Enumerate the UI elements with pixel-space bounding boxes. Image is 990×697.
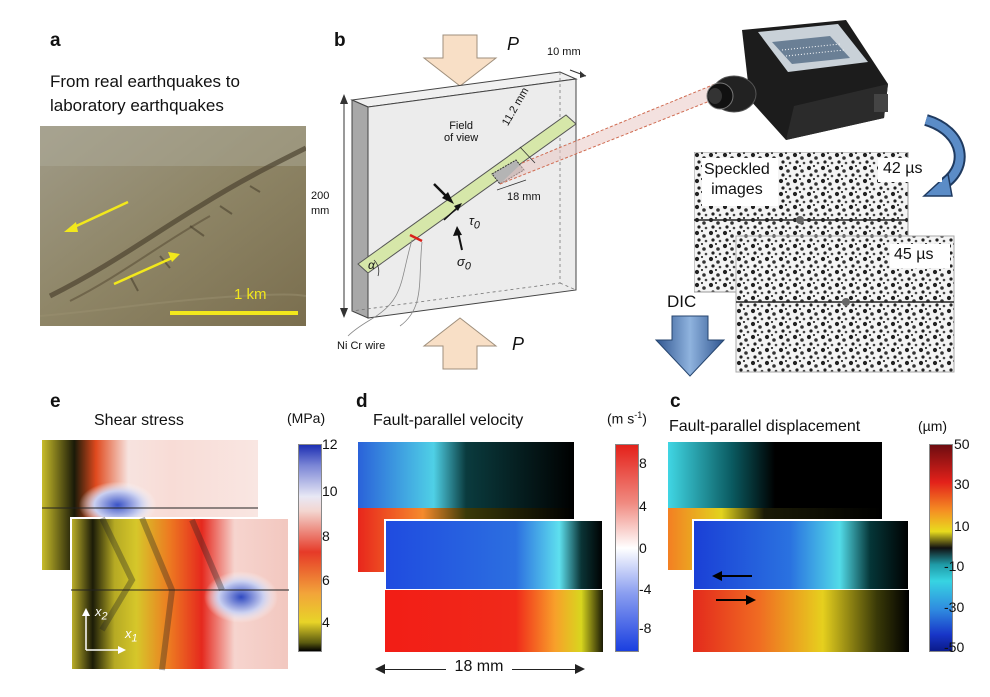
speckle-label: Speckled images	[704, 160, 770, 200]
velocity-tick: 8	[639, 455, 647, 471]
panel-c-letter: c	[670, 391, 681, 412]
alpha-label: α	[368, 258, 375, 272]
time-label-2: 45 µs	[894, 246, 934, 263]
slip-arrow-left	[71, 200, 129, 230]
panel-d-letter: d	[356, 391, 368, 412]
fov-label: Field of view	[444, 120, 478, 144]
axis-x2-symbol: x	[95, 604, 102, 619]
sigma-subscript: 0	[464, 260, 471, 273]
panel-b-letter: b	[334, 30, 346, 51]
displacement-tick: -30	[944, 599, 965, 615]
scale-bar-label: 1 km	[234, 286, 267, 303]
displacement-tick: 50	[954, 436, 970, 452]
wire-label: Ni Cr wire	[337, 340, 386, 352]
specimen-diagram	[340, 34, 726, 370]
shear-tick: 10	[322, 483, 338, 499]
panel-c-unit: (µm)	[918, 418, 948, 434]
height-label-line1: 200	[311, 190, 330, 202]
slip-arrow-right	[113, 256, 173, 286]
thickness-label: 10 mm	[547, 46, 581, 58]
displacement-maps	[668, 442, 910, 652]
speckle-label-line1: Speckled	[704, 161, 770, 178]
camera-icon	[706, 20, 888, 140]
shear-tick: 6	[322, 572, 330, 588]
shear-tick: 12	[322, 436, 338, 452]
shear-stress-maps	[42, 440, 290, 671]
fov-width-label: 18 mm	[507, 191, 541, 203]
sigma-label: σ0	[457, 254, 471, 273]
displacement-tick: -10	[944, 558, 965, 574]
sigma-symbol: σ	[457, 254, 465, 269]
shear-tick: 4	[322, 614, 330, 630]
displacement-tick: -50	[944, 639, 965, 655]
tau-subscript: 0	[473, 219, 480, 232]
panel-a-title-line2: laboratory earthquakes	[50, 96, 224, 115]
velocity-tick: 0	[639, 540, 647, 556]
tau-symbol: τ	[469, 213, 474, 228]
velocity-tick: -8	[639, 620, 652, 636]
panel-d-unit: (m s-1)	[607, 410, 647, 427]
height-label-line2: mm	[311, 205, 330, 217]
panel-e-letter: e	[50, 391, 61, 412]
panel-a-title-line1: From real earthquakes to	[50, 72, 240, 91]
axis-x1-symbol: x	[125, 626, 132, 641]
axis-x2-subscript: 2	[101, 610, 108, 623]
velocity-colorbar	[615, 444, 639, 652]
fault-aerial-photo	[40, 126, 306, 326]
scale-arrow-label: 18 mm	[446, 658, 512, 676]
speckle-label-line2: images	[711, 181, 763, 198]
fov-label-line2: of view	[444, 132, 479, 144]
panel-c-title: Fault-parallel displacement	[669, 418, 861, 435]
panel-e-unit: (MPa)	[287, 410, 326, 426]
velocity-tick: -4	[639, 581, 652, 597]
time-label-1: 42 µs	[883, 160, 923, 177]
dic-label: DIC	[667, 292, 697, 311]
axis-x1-subscript: 1	[131, 632, 138, 645]
panel-d-title: Fault-parallel velocity	[373, 412, 524, 429]
velocity-tick: 4	[639, 498, 647, 514]
axis-x1-label: x1	[125, 626, 138, 645]
load-label-top: P	[507, 34, 520, 54]
displacement-tick: 10	[954, 518, 970, 534]
panel-d-unit-base: (m s	[607, 410, 635, 427]
curved-arrow-icon	[922, 114, 966, 197]
dic-arrow-icon	[654, 315, 726, 377]
panel-d-unit-sup: -1	[634, 410, 643, 420]
shear-tick: 8	[322, 528, 330, 544]
panel-e-title: Shear stress	[94, 412, 184, 429]
tau-label: τ0	[469, 213, 480, 232]
load-label-bottom: P	[512, 334, 525, 354]
axis-x2-label: x2	[95, 604, 108, 623]
fov-label-line1: Field	[449, 120, 474, 132]
panel-d-unit-close: )	[642, 410, 647, 427]
displacement-colorbar	[929, 444, 953, 652]
panel-a-letter: a	[50, 30, 61, 51]
velocity-maps	[358, 442, 604, 652]
shear-colorbar	[298, 444, 322, 652]
displacement-tick: 30	[954, 476, 970, 492]
